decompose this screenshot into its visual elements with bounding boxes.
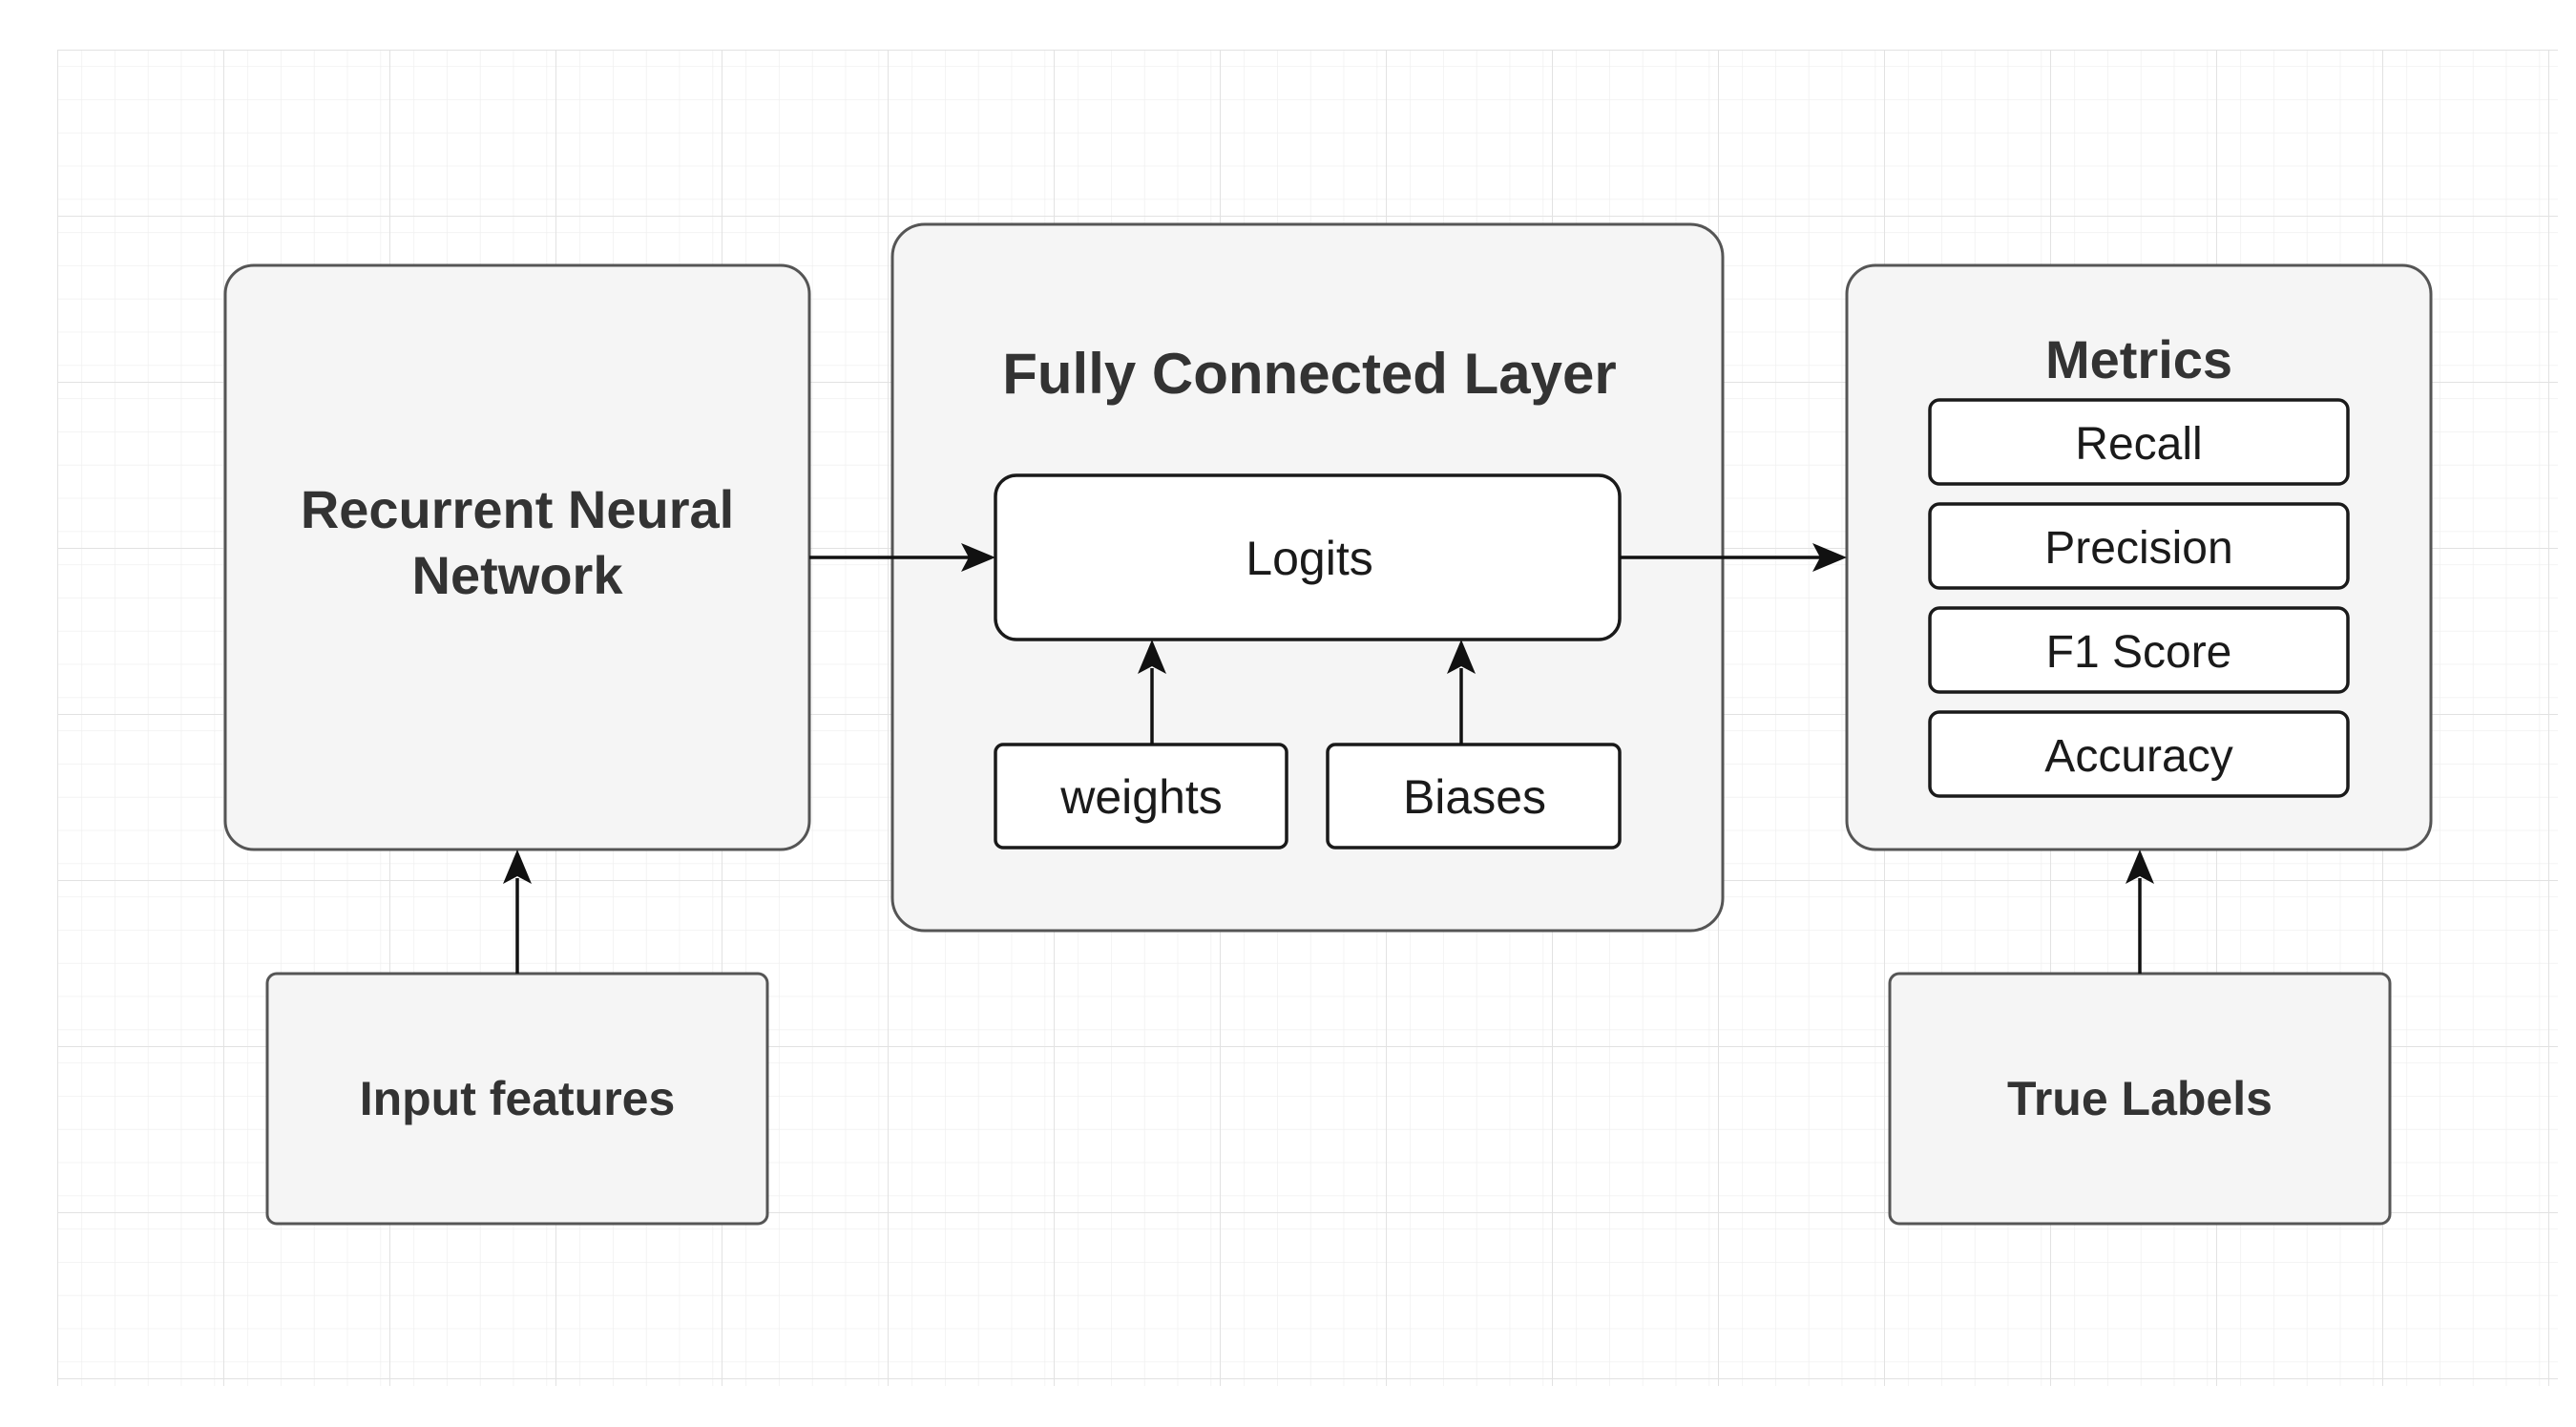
- edge-true-labels-to-metrics: [2126, 850, 2154, 974]
- metric-recall-label: Recall: [2075, 419, 2202, 470]
- biases-node[interactable]: Biases: [1326, 743, 1622, 850]
- metric-f1-score[interactable]: F1 Score: [1928, 606, 2350, 694]
- metric-precision-label: Precision: [2044, 523, 2232, 574]
- logits-label: Logits: [1246, 532, 1372, 585]
- true-labels-node[interactable]: True Labels: [1888, 972, 2392, 1226]
- edge-input-to-rnn: [503, 850, 532, 974]
- weights-label: weights: [1059, 770, 1223, 824]
- metric-accuracy-label: Accuracy: [2044, 731, 2232, 782]
- rnn-node[interactable]: Recurrent Neural Network: [223, 263, 811, 851]
- logits-node[interactable]: Logits: [994, 473, 1622, 641]
- rnn-label-line1: Recurrent Neural: [301, 479, 734, 539]
- biases-label: Biases: [1403, 770, 1546, 824]
- rnn-label-line2: Network: [412, 545, 624, 605]
- metric-precision[interactable]: Precision: [1928, 502, 2350, 590]
- edge-biases-to-logits: [1447, 640, 1476, 745]
- fully-connected-layer-title: Fully Connected Layer: [1002, 342, 1616, 406]
- input-features-node[interactable]: Input features: [265, 972, 769, 1226]
- edge-weights-to-logits: [1138, 640, 1166, 745]
- metric-f1-score-label: F1 Score: [2046, 627, 2232, 678]
- weights-node[interactable]: weights: [994, 743, 1288, 850]
- true-labels-label: True Labels: [2007, 1072, 2272, 1125]
- metric-accuracy[interactable]: Accuracy: [1928, 710, 2350, 798]
- edge-rnn-to-logits: [809, 543, 995, 572]
- metric-recall[interactable]: Recall: [1928, 398, 2350, 486]
- edge-logits-to-metrics: [1620, 543, 1847, 572]
- input-features-label: Input features: [360, 1072, 676, 1125]
- metrics-title: Metrics: [2045, 329, 2232, 389]
